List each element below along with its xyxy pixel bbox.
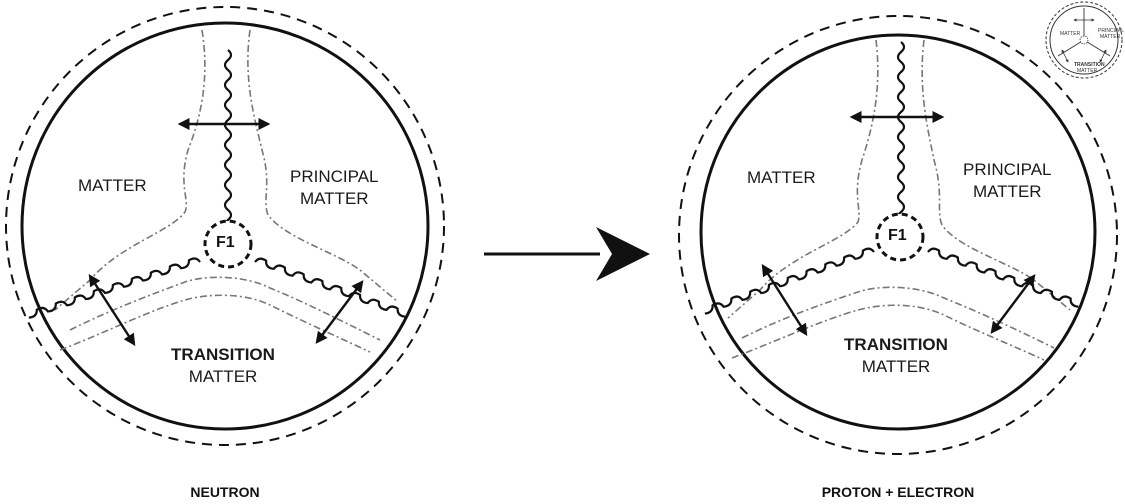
left-transition-line2: MATTER <box>188 367 258 386</box>
left-f1-label: F1 <box>216 234 235 251</box>
right-principal-line1: PRINCIPAL <box>963 160 1052 179</box>
thumb-principal-line2: MATTER <box>1100 34 1121 40</box>
thumb-transition-line2: MATTER <box>1077 68 1098 74</box>
left-bottomright-double-arrow <box>315 280 364 344</box>
right-transition-line2: MATTER <box>861 357 931 376</box>
left-arrows <box>88 118 364 347</box>
left-bottomleft-double-arrow <box>88 273 136 347</box>
left-f1-circle <box>203 219 253 269</box>
right-matter-label: MATTER <box>747 168 816 187</box>
thumbnail-diagram <box>1045 1 1123 79</box>
left-transition-line1: TRANSITION <box>171 345 275 364</box>
right-f1-label: F1 <box>888 227 907 244</box>
right-bottomright-double-arrow <box>990 274 1036 334</box>
right-principal-matter-label: PRINCIPAL MATTER <box>963 159 1052 203</box>
right-caption: PROTON + ELECTRON <box>821 484 975 500</box>
thumb-transition-line1: TRANSITION <box>1074 62 1105 68</box>
right-principal-line2: MATTER <box>972 182 1042 201</box>
transformation-arrow <box>484 227 650 281</box>
right-arrows <box>761 111 1036 337</box>
left-principal-line1: PRINCIPAL <box>290 167 379 186</box>
left-transition-matter-label: TRANSITION MATTER <box>163 344 283 388</box>
left-neutron-diagram <box>5 6 445 446</box>
thumb-principal-line1: PRINCIPAL <box>1098 28 1125 34</box>
left-principal-matter-label: PRINCIPAL MATTER <box>290 166 379 210</box>
right-bottomleft-double-arrow <box>761 263 808 337</box>
right-transition-matter-label: TRANSITION MATTER <box>836 334 956 378</box>
left-matter-label: MATTER <box>78 176 147 195</box>
left-caption: NEUTRON <box>190 484 260 500</box>
right-proton-electron-diagram <box>678 15 1118 455</box>
right-transition-line1: TRANSITION <box>844 335 948 354</box>
thumb-matter-label: MATTER <box>1060 31 1081 37</box>
left-outer-dashed-circle <box>5 6 445 446</box>
right-outer-dashed-circle <box>678 15 1118 455</box>
right-inner-circle <box>699 33 1097 431</box>
left-inner-circle <box>20 21 430 431</box>
left-principal-line2: MATTER <box>299 189 369 208</box>
right-f1-circle <box>875 212 925 262</box>
